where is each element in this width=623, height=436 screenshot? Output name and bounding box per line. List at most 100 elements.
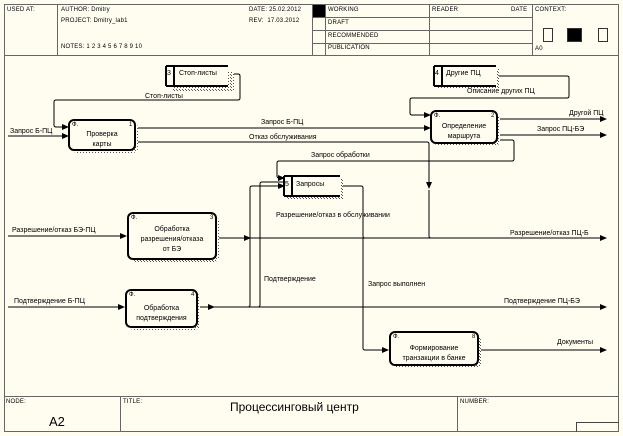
arrow-opisanie bbox=[409, 75, 570, 118]
activity-8-line-2: транзакции в банке bbox=[402, 355, 466, 362]
activity-2-line-1: Определение bbox=[441, 123, 487, 130]
diagram-frame bbox=[4, 4, 619, 432]
activity-box-1 bbox=[68, 119, 138, 153]
datastore-other-pc-id: 4 bbox=[435, 70, 439, 77]
arrow-zapros-obrabotki bbox=[276, 139, 515, 181]
arrow-zapros-vypolnen bbox=[362, 238, 389, 353]
notes-label: NOTES: bbox=[61, 44, 85, 50]
arrow-label-zapros-pc-be: Запрос ПЦ-БЭ bbox=[537, 126, 585, 133]
arrow-label-otkaz: Отказ обслуживания bbox=[249, 134, 317, 141]
activity-8-label[interactable]: Формирование транзакции в банке bbox=[390, 344, 478, 364]
activity-4-corner: Ф. bbox=[129, 292, 136, 298]
node-value: A2 bbox=[49, 414, 65, 429]
activity-4-line-1: Обработка bbox=[143, 305, 180, 312]
project-value: Dmitry_lab1 bbox=[93, 18, 128, 24]
footer-block bbox=[4, 396, 619, 432]
activity-box-8 bbox=[389, 331, 481, 368]
arrow-podtverzhdenie bbox=[247, 183, 285, 308]
number-box bbox=[576, 422, 619, 432]
working-status-marker bbox=[313, 5, 325, 17]
status-publication: PUBLICATION bbox=[328, 45, 370, 51]
arrow-label-razresh-obsl: Разрешение/отказ в обслуживании bbox=[276, 212, 390, 219]
reader-date-label: DATE bbox=[511, 7, 528, 13]
reader-label: READER bbox=[432, 7, 459, 13]
arrow-label-razresh-pc-b: Разрешение/отказ ПЦ-Б bbox=[510, 230, 589, 237]
arrow-label-stop-lists: Стоп-листы bbox=[145, 93, 183, 100]
arrow-label-podtverzhdenie-pc-be: Подтверждение ПЦ-БЭ bbox=[504, 298, 580, 305]
arrow-stop-lists bbox=[53, 73, 241, 130]
datastore-requests-name: Запросы bbox=[296, 181, 325, 188]
activity-1-line-1: Проверка bbox=[86, 131, 118, 138]
rev-value: 17.03.2012 bbox=[267, 18, 300, 24]
activity-8-line-1: Формирование bbox=[409, 345, 459, 352]
activity-2-corner: Ф. bbox=[434, 113, 441, 119]
activity-4-id: 4 bbox=[191, 292, 195, 298]
diagram-title: Процессинговый центр bbox=[230, 400, 359, 414]
arrow-label-zapros-b-pc-in: Запрос Б-ПЦ bbox=[10, 128, 53, 135]
header-block bbox=[4, 4, 619, 56]
activity-8-corner: Ф. bbox=[393, 334, 400, 340]
arrow-label-dokumenty: Документы bbox=[557, 339, 594, 346]
arrow-label-zapros-obrabotki: Запрос обработки bbox=[311, 152, 370, 159]
context-box-right bbox=[598, 28, 608, 42]
author-value: Dmitry bbox=[91, 7, 110, 13]
arrow-otkaz bbox=[136, 141, 432, 189]
arrow-label-zapros-vypolnen: Запрос выполнен bbox=[368, 281, 426, 288]
divider bbox=[457, 396, 458, 432]
divider bbox=[120, 396, 121, 432]
status-recommended: RECOMMENDED bbox=[328, 33, 379, 39]
activity-1-line-2: карты bbox=[92, 141, 112, 148]
activity-3-id: 3 bbox=[210, 215, 214, 221]
number-label: NUMBER: bbox=[460, 399, 490, 405]
project-row: PROJECT: Dmitry_lab1 bbox=[61, 18, 128, 24]
datastore-requests-id: 5 bbox=[285, 181, 289, 188]
used-at-label: USED AT: bbox=[7, 7, 35, 13]
author-row: AUTHOR: Dmitry bbox=[61, 7, 110, 13]
activity-3-line-3: от БЭ bbox=[162, 246, 182, 253]
date-label: DATE: bbox=[249, 7, 268, 13]
arrow-label-podtverzhdenie: Подтверждение bbox=[264, 276, 316, 283]
divider bbox=[57, 4, 58, 56]
context-box-current bbox=[567, 28, 582, 42]
activity-4-label[interactable]: Обработка подтверждения bbox=[126, 304, 197, 324]
activity-box-3 bbox=[127, 212, 219, 262]
date-row: DATE: 25.02.2012 bbox=[249, 7, 301, 13]
datastore-stop-lists-name: Стоп-листы bbox=[179, 70, 217, 77]
datastore-requests bbox=[283, 175, 343, 199]
datastore-other-pc-name: Другие ПЦ bbox=[446, 70, 481, 77]
activity-3-line-2: разрешения/отказа bbox=[140, 236, 204, 243]
datastore-stop-lists bbox=[165, 65, 234, 92]
rev-row: REV: 17.03.2012 bbox=[249, 18, 299, 24]
author-label: AUTHOR: bbox=[61, 7, 90, 13]
divider bbox=[312, 43, 532, 44]
activity-1-label[interactable]: Проверка карты bbox=[69, 130, 135, 150]
arrow-label-razresh-be-pc: Разрешение/отказ БЭ-ПЦ bbox=[12, 227, 96, 234]
activity-4-line-2: подтверждения bbox=[136, 315, 187, 322]
activity-1-corner: Ф. bbox=[72, 122, 79, 128]
activity-1-id: 1 bbox=[129, 122, 133, 128]
activity-3-corner: Ф. bbox=[131, 215, 138, 221]
notes-row: NOTES: 1 2 3 4 5 6 7 8 9 10 bbox=[61, 44, 142, 50]
status-working: WORKING bbox=[328, 7, 359, 13]
divider bbox=[312, 17, 532, 18]
context-box-left bbox=[543, 28, 553, 42]
activity-2-id: 2 bbox=[491, 113, 495, 119]
arrow-label-podtverzhdenie-b-pc: Подтверждение Б-ПЦ bbox=[14, 298, 85, 305]
arrow-label-drugoy-pc: Другой ПЦ bbox=[569, 110, 604, 117]
notes-value: 1 2 3 4 5 6 7 8 9 10 bbox=[86, 44, 143, 50]
arrow-label-zapros-b-pc: Запрос Б-ПЦ bbox=[261, 119, 304, 126]
rev-label: REV: bbox=[249, 18, 264, 24]
arrow-label-opisanie: Описание других ПЦ bbox=[467, 88, 535, 95]
title-label: TITLE: bbox=[123, 399, 143, 405]
date-value: 25.02.2012 bbox=[269, 7, 302, 13]
divider bbox=[532, 4, 533, 56]
activity-8-id: 8 bbox=[472, 334, 476, 340]
datastore-stop-lists-id: 3 bbox=[167, 70, 171, 77]
context-label: CONTEXT: bbox=[535, 7, 567, 13]
status-draft: DRAFT bbox=[328, 20, 349, 26]
context-node: A0 bbox=[535, 46, 543, 52]
divider bbox=[312, 30, 532, 31]
